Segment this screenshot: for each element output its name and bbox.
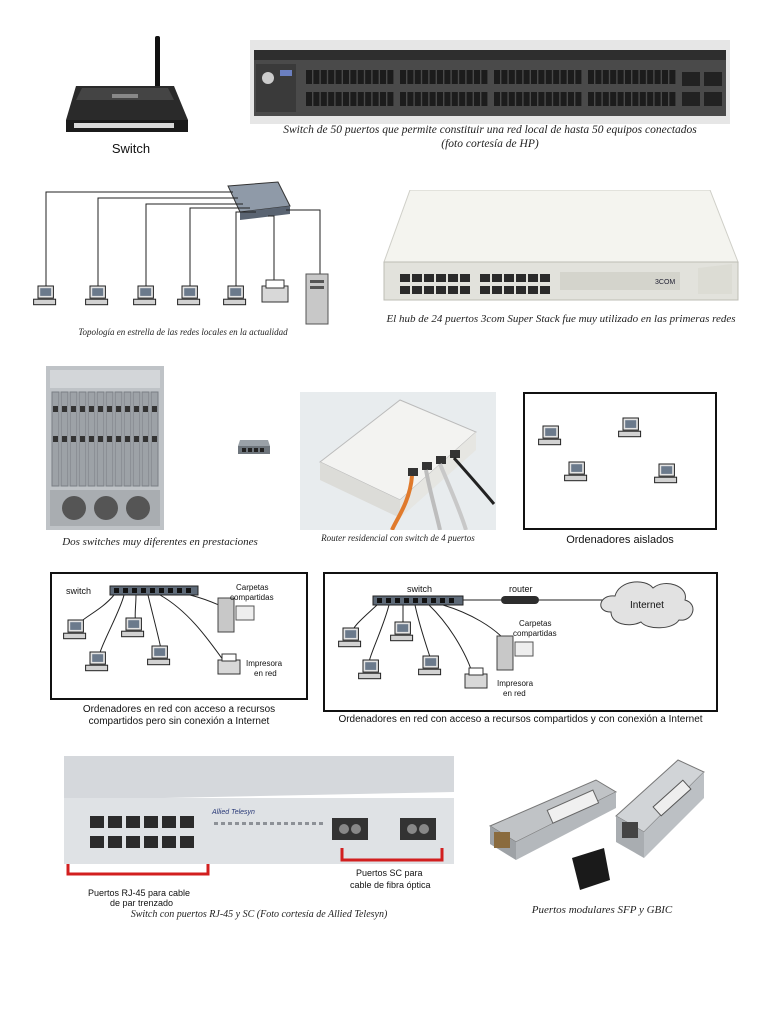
allied-brand-text: Allied Telesyn [211, 809, 255, 816]
computer-icon [147, 645, 171, 666]
lan2-internet-label: Internet [630, 600, 664, 611]
lan2-shared-label-2: compartidas [513, 629, 557, 638]
computer-icon [223, 285, 247, 306]
lan2-printer-label-1: Impresora [497, 679, 534, 688]
computer-icon [177, 285, 201, 306]
star-topology-caption: Topología en estrella de las redes local… [78, 327, 288, 337]
computer-icon [538, 425, 562, 446]
lan1-caption-line1: Ordenadores en red con acceso a recursos [82, 704, 276, 715]
lan1-switch-label: switch [66, 586, 91, 596]
lan2-printer-label-2: en red [503, 689, 526, 698]
switch50-caption-line1: Switch de 50 puertos que permite constit… [283, 124, 697, 136]
computer-icon [33, 285, 57, 306]
chassis-switch-image [46, 366, 164, 530]
hub-24-ports-image: 3COM [383, 190, 739, 301]
star-topology-diagram [33, 181, 329, 325]
sfp-gbic-image [488, 759, 705, 890]
computer-icon [390, 621, 414, 642]
hub24-caption: El hub de 24 puertos 3com Super Stack fu… [386, 313, 736, 325]
hub-brand-text: 3COM [655, 279, 675, 286]
lan2-router-label: router [509, 584, 533, 594]
allied-rj45-label-1: Puertos RJ-45 para cable [88, 888, 190, 898]
wireless-router-image [66, 36, 188, 132]
allied-sc-label-1: Puertos SC para [356, 868, 423, 878]
lan-internet-diagram: switch router Internet Carpetas comparti… [323, 572, 718, 712]
computer-icon [133, 285, 157, 306]
lan1-caption-line2: compartidos pero sin conexión a Internet [88, 716, 270, 727]
home-router-image [300, 392, 496, 530]
computer-icon [85, 651, 109, 672]
allied-rj45-label-2: de par trenzado [110, 898, 173, 908]
lan-no-internet-diagram: switch Carpetas compartidas Impresora en… [50, 572, 308, 700]
lan1-shared-label-1: Carpetas [236, 583, 268, 592]
allied-sc-label-2: cable de fibra óptica [350, 880, 431, 890]
computer-icon [564, 461, 588, 482]
computer-icon [85, 285, 109, 306]
isolated-caption: Ordenadores aislados [566, 534, 674, 546]
lan1-shared-label-2: compartidas [230, 593, 274, 602]
isolated-computers-diagram [523, 392, 717, 530]
lan1-printer-label-1: Impresora [246, 659, 283, 668]
computer-icon [618, 417, 642, 438]
switch-50-ports-image [250, 40, 730, 124]
home-router-caption: Router residencial con switch de 4 puert… [321, 533, 475, 543]
computer-icon [654, 463, 678, 484]
switch50-caption-line2: (foto cortesía de HP) [441, 138, 539, 150]
lan2-shared-label-1: Carpetas [519, 619, 551, 628]
small-switch-image [238, 440, 270, 454]
computer-icon [338, 627, 362, 648]
lan1-printer-label-2: en red [254, 669, 277, 678]
sfp-caption: Puertos modulares SFP y GBIC [531, 904, 673, 916]
lan2-caption: Ordenadores en red con acceso a recursos… [338, 714, 703, 725]
router-label: Switch [111, 141, 151, 156]
allied-caption: Switch con puertos RJ-45 y SC (Foto cort… [130, 909, 388, 920]
computer-icon [63, 619, 87, 640]
two-switches-caption: Dos switches muy diferentes en prestacio… [62, 536, 258, 548]
computer-icon [358, 659, 382, 680]
allied-switch-image: Allied Telesyn Puertos RJ-45 para cable … [64, 756, 454, 908]
lan2-switch-label: switch [407, 584, 432, 594]
computer-icon [121, 617, 145, 638]
computer-icon [418, 655, 442, 676]
